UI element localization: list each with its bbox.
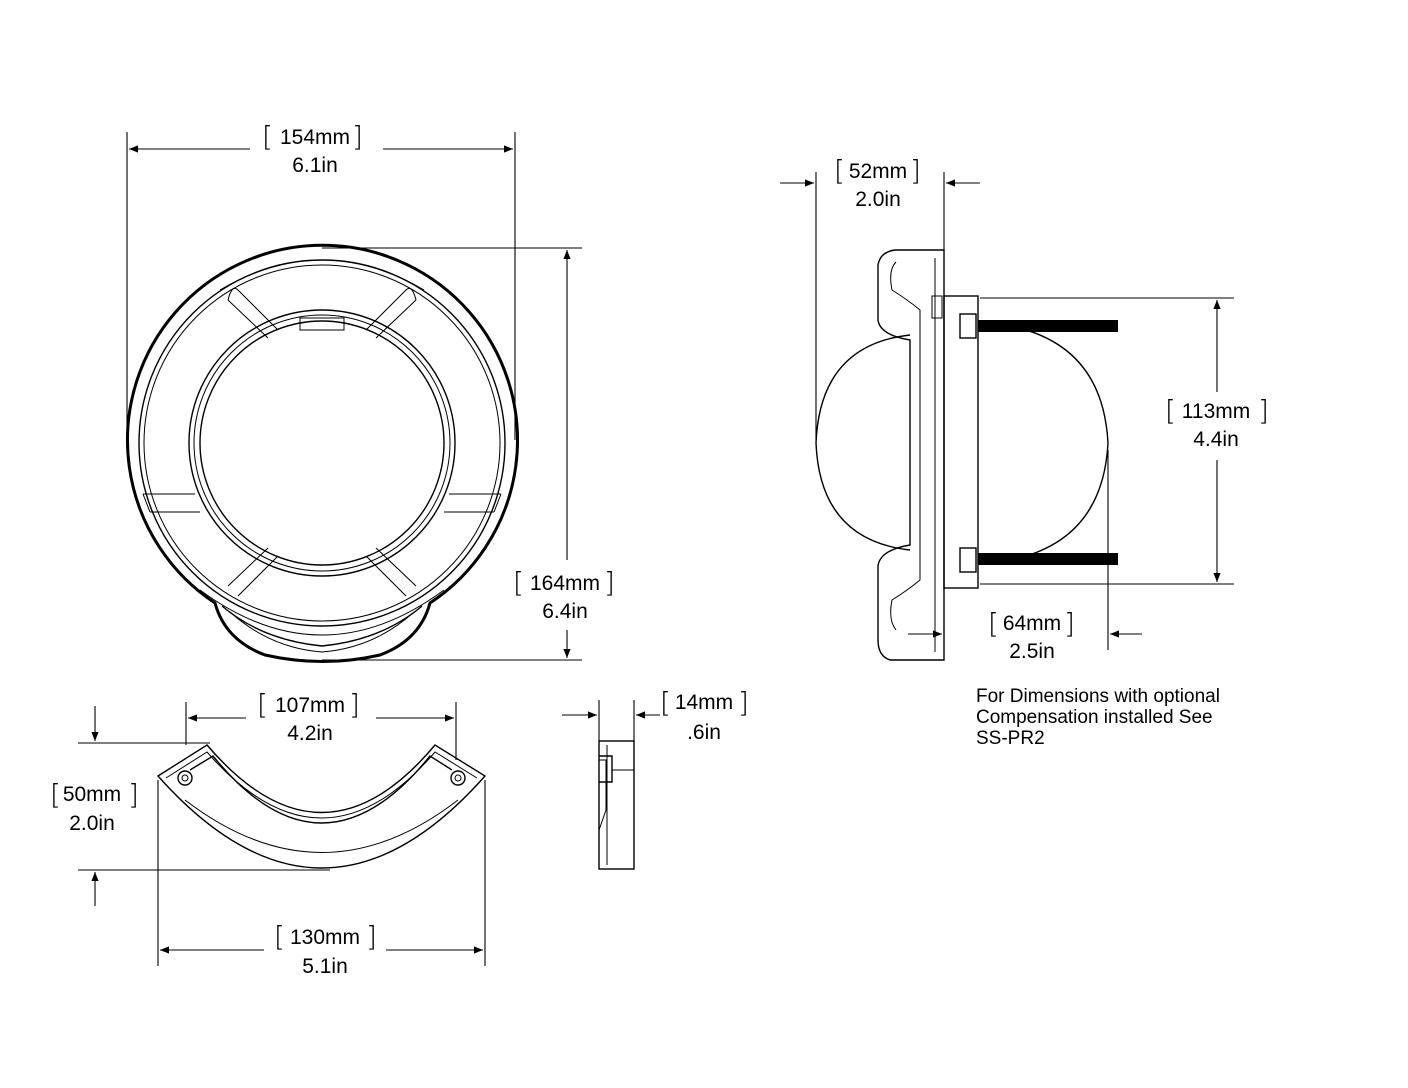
bracket-thickness-mm: 14mm — [675, 691, 733, 714]
svg-text:[: [ — [834, 154, 845, 187]
svg-text:]: ] — [128, 778, 139, 811]
svg-text:[: [ — [274, 920, 285, 953]
svg-text:]: ] — [349, 688, 360, 721]
top-width-mm: 154mm — [280, 126, 350, 149]
note-line-3: SS-PR2 — [976, 728, 1045, 749]
svg-text:[: [ — [988, 607, 999, 640]
side-protrusion-mm: 64mm — [1003, 612, 1061, 635]
top-width-in: 6.1in — [292, 154, 338, 177]
side-view-compass — [815, 249, 1118, 661]
bracket-height-in: 2.0in — [69, 812, 115, 835]
svg-text:]: ] — [1258, 394, 1269, 427]
bracket-view — [156, 744, 487, 869]
side-mount-mm: 113mm — [1182, 400, 1250, 423]
compensation-note: For Dimensions with optional Compensatio… — [976, 686, 1296, 749]
svg-text:[: [ — [262, 120, 273, 153]
bracket-height-mm: 50mm — [63, 783, 121, 806]
svg-text:]: ] — [366, 920, 377, 953]
svg-text:]: ] — [1064, 607, 1075, 640]
dimension-side-mount: [] 113mm 4.4in — [980, 297, 1269, 585]
dimension-bracket-height: [] 50mm 2.0in — [50, 706, 330, 906]
note-line-2: Compensation installed See — [976, 707, 1213, 728]
svg-text:[: [ — [660, 686, 671, 719]
dimension-bracket-outer: [] 130mm 5.1in — [157, 780, 486, 978]
svg-text:[: [ — [257, 688, 268, 721]
side-protrusion-in: 2.5in — [1009, 640, 1055, 663]
side-depth-mm: 52mm — [849, 160, 907, 183]
svg-text:]: ] — [910, 154, 921, 187]
dimension-top-width: [] 154mm 6.1in — [126, 120, 516, 440]
dimension-top-height: [] 164mm 6.4in — [322, 247, 615, 661]
svg-text:]: ] — [352, 120, 363, 153]
top-height-in: 6.4in — [542, 600, 588, 623]
bracket-inner-in: 4.2in — [287, 722, 333, 745]
svg-text:[: [ — [50, 778, 61, 811]
bracket-outer-mm: 130mm — [290, 926, 360, 949]
bracket-thickness-in: .6in — [687, 721, 721, 744]
dimension-bracket-inner: [] 107mm 4.2in — [185, 688, 457, 760]
bracket-side-view — [598, 740, 635, 870]
svg-text:[: [ — [1165, 394, 1176, 427]
note-line-1: For Dimensions with optional — [976, 686, 1220, 707]
svg-text:]: ] — [738, 686, 749, 719]
svg-text:[: [ — [513, 566, 524, 599]
svg-text:]: ] — [604, 566, 615, 599]
side-depth-in: 2.0in — [855, 188, 901, 211]
dimension-side-depth: [] 52mm 2.0in — [780, 154, 980, 440]
bracket-inner-mm: 107mm — [275, 694, 345, 717]
dimension-bracket-thickness: [] 14mm .6in — [562, 686, 749, 744]
top-height-mm: 164mm — [530, 572, 600, 595]
side-mount-in: 4.4in — [1193, 428, 1239, 451]
bracket-outer-in: 5.1in — [302, 955, 348, 978]
front-view-compass — [126, 243, 519, 663]
dimension-side-protrusion: [] 64mm 2.5in — [908, 450, 1142, 663]
